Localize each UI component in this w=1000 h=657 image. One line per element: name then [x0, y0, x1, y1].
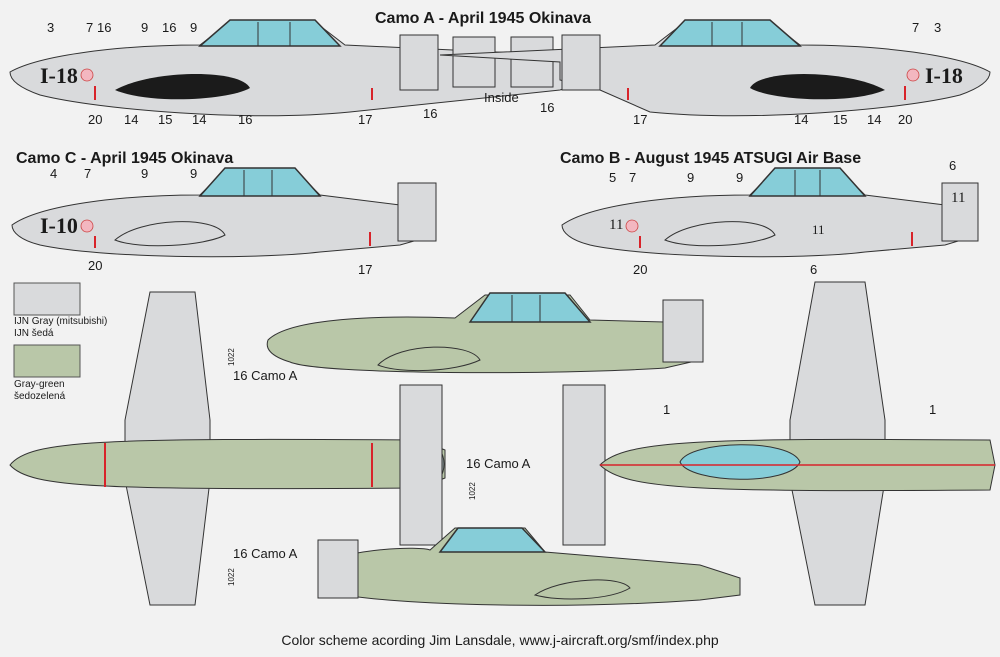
camo-c-profile	[11, 167, 437, 258]
callout-a-l-b5: 16	[238, 112, 253, 127]
footer-credit: Color scheme acording Jim Lansdale, www.…	[281, 632, 719, 648]
callout-a-l-b3: 15	[158, 112, 173, 127]
plan-label-1b: 1	[929, 402, 937, 417]
callout-a-r-b6: 20	[898, 112, 913, 127]
camo-a-right-profile	[439, 19, 991, 117]
legend-swatch-gray	[13, 282, 81, 316]
tail-code-b: 11	[609, 217, 624, 233]
callout-a-r-1: 7	[912, 20, 920, 35]
camo-a-left-profile	[9, 19, 591, 117]
callout-b-1: 5	[609, 170, 617, 185]
callout-a-r-b2: 17	[633, 112, 648, 127]
callout-a-r-b3: 14	[794, 112, 809, 127]
callout-b-b2: 6	[810, 262, 818, 277]
callout-a-r-b1: 16	[540, 100, 555, 115]
callout-a-l-5: 16	[162, 20, 177, 35]
tail-code-b-fin: 11	[951, 190, 966, 206]
callout-a-r-b5: 14	[867, 112, 882, 127]
callout-b-4: 9	[736, 170, 744, 185]
callout-c-b2: 17	[358, 262, 373, 277]
plan-center-side-bottom	[317, 527, 741, 606]
callout-c-b1: 20	[88, 258, 103, 273]
callout-a-l-6: 9	[190, 20, 198, 35]
camo-b-profile	[561, 167, 979, 258]
callout-b-3: 9	[687, 170, 695, 185]
plan-left-top-view	[9, 291, 446, 606]
stencil-1022-b: 1022	[468, 482, 477, 500]
stencil-1022-a: 1022	[227, 348, 236, 366]
plan-label-1a: 1	[663, 402, 671, 417]
callout-a-l-4: 9	[141, 20, 149, 35]
callout-a-l-2: 7	[86, 20, 94, 35]
legend-swatch-greygreen	[13, 344, 81, 378]
callout-a-l-b1: 20	[88, 112, 103, 127]
callout-a-l-b2: 14	[124, 112, 139, 127]
tail-code-a-left: I-18	[40, 63, 78, 88]
callout-c-4: 9	[190, 166, 198, 181]
tail-code-a-right: I-18	[925, 63, 963, 88]
callout-a-l-b4: 14	[192, 112, 207, 127]
plan-label-center: 16 Camo A	[466, 456, 531, 471]
inside-panels	[452, 36, 554, 88]
callout-a-r-b4: 15	[833, 112, 848, 127]
inside-label: Inside	[484, 90, 519, 105]
legend-greygreen-label: Gray-green šedozelená	[14, 379, 66, 402]
callout-a-l-1: 3	[47, 20, 55, 35]
callout-c-1: 4	[50, 166, 58, 181]
callout-a-l-b6: 17	[358, 112, 373, 127]
plan-center-side-top	[266, 292, 704, 374]
callout-a-l-b7: 16	[423, 106, 438, 121]
callout-b-5: 6	[949, 158, 957, 173]
callout-a-l-3: 16	[97, 20, 112, 35]
legend-gray-label: IJN Gray (mitsubishi) IJN šedá	[14, 316, 108, 339]
callout-a-r-2: 3	[934, 20, 942, 35]
camo-b-title: Camo B - August 1945 ATSUGI Air Base	[560, 150, 862, 167]
camo-a-title: Camo A - April 1945 Okinava	[375, 10, 592, 27]
stencil-1022-c: 1022	[227, 568, 236, 586]
callout-c-3: 9	[141, 166, 149, 181]
callout-b-b1: 20	[633, 262, 648, 277]
callout-c-2: 7	[84, 166, 92, 181]
tail-code-b-mid: 11	[812, 222, 825, 237]
callout-b-2: 7	[629, 170, 637, 185]
tail-code-c: I-10	[40, 213, 78, 238]
plan-right-bottom-view	[562, 281, 996, 606]
plan-label-side-bottom: 16 Camo A	[233, 546, 298, 561]
camo-c-title: Camo C - April 1945 Okinava	[16, 150, 234, 167]
plan-label-side-top: 16 Camo A	[233, 368, 298, 383]
